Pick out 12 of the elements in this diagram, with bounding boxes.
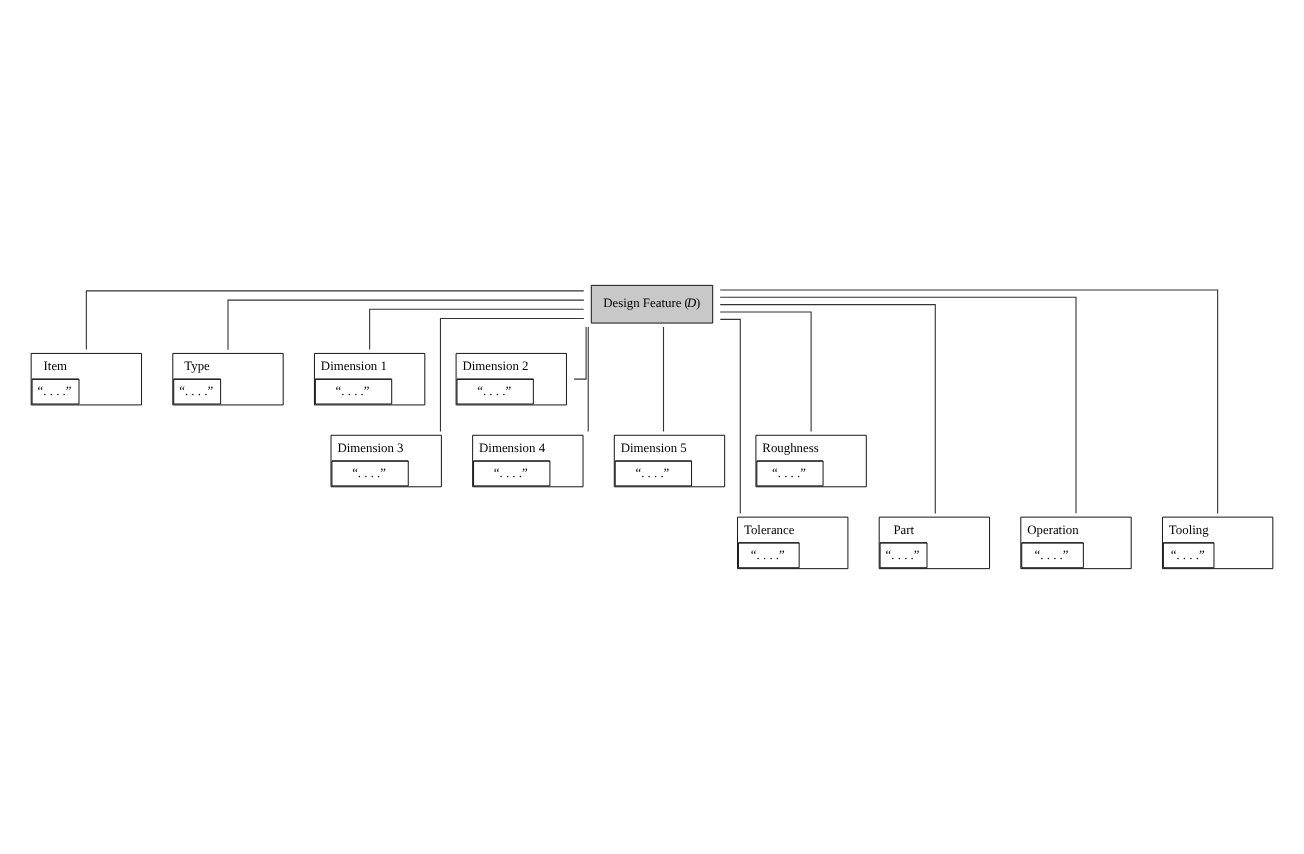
connector: [85, 290, 585, 351]
connector: [573, 326, 587, 380]
connector: [719, 304, 936, 514]
connector: [587, 326, 589, 433]
connector: [719, 289, 1219, 514]
connector: [719, 296, 1077, 514]
connector: [227, 299, 585, 351]
connector: [719, 318, 741, 514]
connector: [369, 308, 585, 351]
connector: [719, 311, 812, 433]
connector: [662, 326, 665, 433]
connector: [439, 317, 585, 433]
